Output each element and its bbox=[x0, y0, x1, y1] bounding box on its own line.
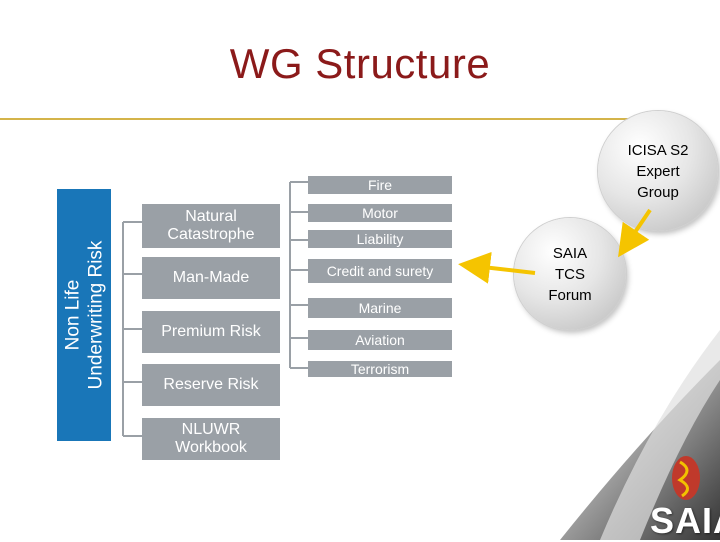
box-terrorism: Terrorism bbox=[308, 361, 452, 377]
logo-emblem bbox=[672, 456, 700, 500]
box-fire: Fire bbox=[308, 176, 452, 194]
icisa-label: ICISA S2 Expert Group bbox=[627, 141, 689, 201]
saia-tcs-label: SAIA TCS Forum bbox=[548, 244, 592, 304]
box-natural-catastrophe: Natural Catastrophe bbox=[142, 204, 280, 248]
box-liability: Liability bbox=[308, 230, 452, 248]
side-label-line2: Underwriting Risk bbox=[85, 240, 106, 390]
side-label-line1: Non Life bbox=[62, 279, 83, 351]
box-credit-and-surety: Credit and surety bbox=[308, 259, 452, 283]
box-reserve-risk: Reserve Risk bbox=[142, 364, 280, 406]
page-title: WG Structure bbox=[229, 40, 491, 87]
title-divider bbox=[0, 118, 650, 120]
box-nluwr-workbook: NLUWR Workbook bbox=[142, 418, 280, 460]
box-motor: Motor bbox=[308, 204, 452, 222]
circle-icisa-s2-expert-group: ICISA S2 Expert Group bbox=[598, 111, 718, 231]
box-aviation: Aviation bbox=[308, 330, 452, 350]
box-marine: Marine bbox=[308, 298, 452, 318]
saia-logo-text: SAIA bbox=[650, 500, 720, 541]
side-category-label: Non Life Underwriting Risk bbox=[57, 189, 111, 441]
box-premium-risk: Premium Risk bbox=[142, 311, 280, 353]
circle-saia-tcs-forum: SAIA TCS Forum bbox=[514, 218, 626, 330]
box-man-made: Man-Made bbox=[142, 257, 280, 299]
